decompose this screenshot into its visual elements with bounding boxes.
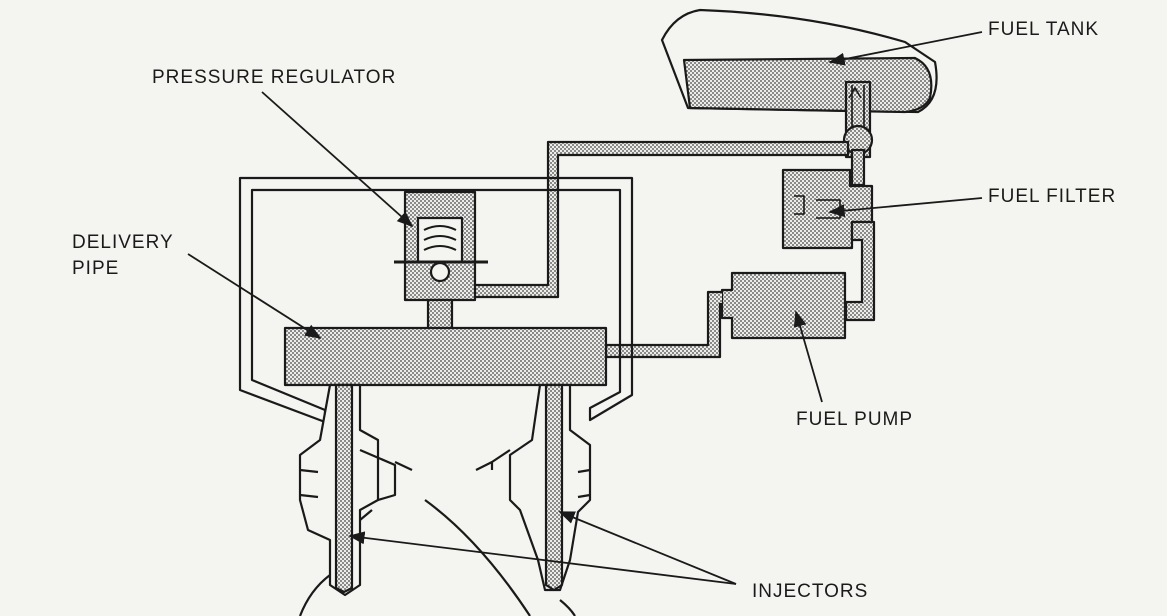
label-pressure-regulator: PRESSURE REGULATOR	[152, 67, 397, 88]
label-fuel-tank: FUEL TANK	[988, 19, 1100, 40]
pump-to-pipe-line	[604, 290, 722, 359]
fuel-pump	[720, 271, 847, 340]
injector-left	[298, 383, 397, 597]
leader-fuel-filter	[828, 197, 983, 218]
leader-fuel-tank	[828, 31, 983, 66]
pressure-regulator	[394, 190, 488, 332]
label-delivery-pipe-line1: DELIVERY	[72, 232, 174, 253]
label-delivery-pipe-line2: PIPE	[72, 258, 120, 279]
tank-to-filter-line	[850, 148, 866, 187]
leader-injector-left	[348, 531, 737, 585]
injector-right	[490, 383, 592, 592]
delivery-pipe	[283, 326, 608, 387]
label-injectors: INJECTORS	[752, 581, 869, 602]
intake-port	[298, 461, 576, 616]
leader-injector-right	[558, 511, 737, 585]
leader-pressure-regulator	[261, 91, 414, 228]
fuel-tank	[660, 8, 938, 159]
label-fuel-filter: FUEL FILTER	[988, 186, 1117, 207]
leader-delivery-pipe	[187, 253, 322, 339]
leader-fuel-pump	[793, 310, 823, 403]
label-fuel-pump: FUEL PUMP	[796, 409, 914, 430]
